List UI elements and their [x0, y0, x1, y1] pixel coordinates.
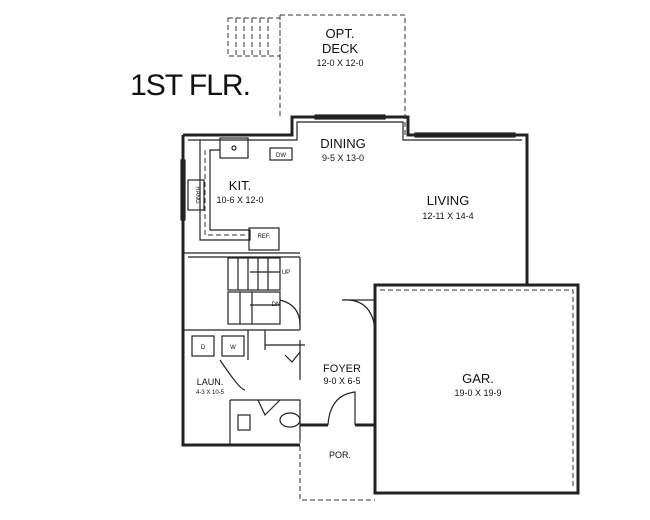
upper-cabinets [204, 150, 248, 236]
garage-door-swing [341, 299, 376, 331]
toilet [279, 412, 301, 428]
exterior-wall-left [181, 135, 300, 447]
foyer-dims: 9-0 X 6-5 [323, 376, 360, 386]
laundry-label: LAUN. [197, 377, 224, 387]
garage-inner [380, 289, 574, 488]
dryer-label: D [201, 345, 206, 351]
stairs-down-label: DN [272, 302, 281, 308]
deck-label: OPT. [326, 26, 355, 41]
deck-dims: 12-0 X 12-0 [316, 58, 363, 68]
laundry-dims: 4-3 X 10-5 [196, 390, 225, 396]
bath-door [257, 399, 281, 417]
stairs-up-label: UP [282, 270, 290, 276]
porch-outline [299, 430, 375, 501]
dw-label: DW [276, 153, 286, 159]
range-label: RANG [194, 186, 200, 204]
refrigerator [248, 227, 280, 251]
exterior-wall-top [183, 115, 529, 285]
front-door [327, 391, 356, 426]
washer [221, 335, 245, 357]
kitchen-dims: 10-6 X 12-0 [216, 195, 263, 205]
floor-title: 1ST FLR. [130, 69, 250, 102]
dining-label: DINING [320, 136, 366, 151]
porch-label: POR. [329, 450, 351, 460]
garage-label: GAR. [462, 371, 494, 386]
ref-label: REF. [257, 234, 270, 240]
laundry-door [219, 359, 246, 391]
dishwasher [269, 147, 293, 161]
windows [180, 114, 516, 221]
kitchen-counter [199, 140, 251, 241]
deck-label-2: DECK [322, 41, 358, 56]
deck-steps [227, 17, 281, 57]
staircase [227, 257, 301, 326]
garage-wall [373, 283, 580, 495]
sink-icon [219, 137, 249, 159]
garage-dims: 19-0 X 19-9 [454, 388, 501, 398]
range [187, 179, 205, 211]
foyer-label: FOYER [323, 363, 361, 375]
kitchen-label: KIT. [229, 178, 251, 193]
living-label: LIVING [427, 193, 470, 208]
bath-wall [229, 399, 301, 445]
dining-dims: 9-5 X 13-0 [322, 153, 364, 163]
faucet [231, 145, 237, 151]
vanity [237, 414, 251, 431]
stair-wall [183, 252, 300, 258]
hall-wall [183, 257, 301, 331]
closet-door [284, 351, 301, 363]
inner-wall-line [188, 121, 522, 141]
washer-label: W [230, 345, 236, 351]
dryer [191, 335, 215, 357]
closet-wall [247, 330, 305, 380]
living-dims: 12-11 X 14-4 [422, 211, 473, 221]
deck-outline [279, 14, 406, 135]
